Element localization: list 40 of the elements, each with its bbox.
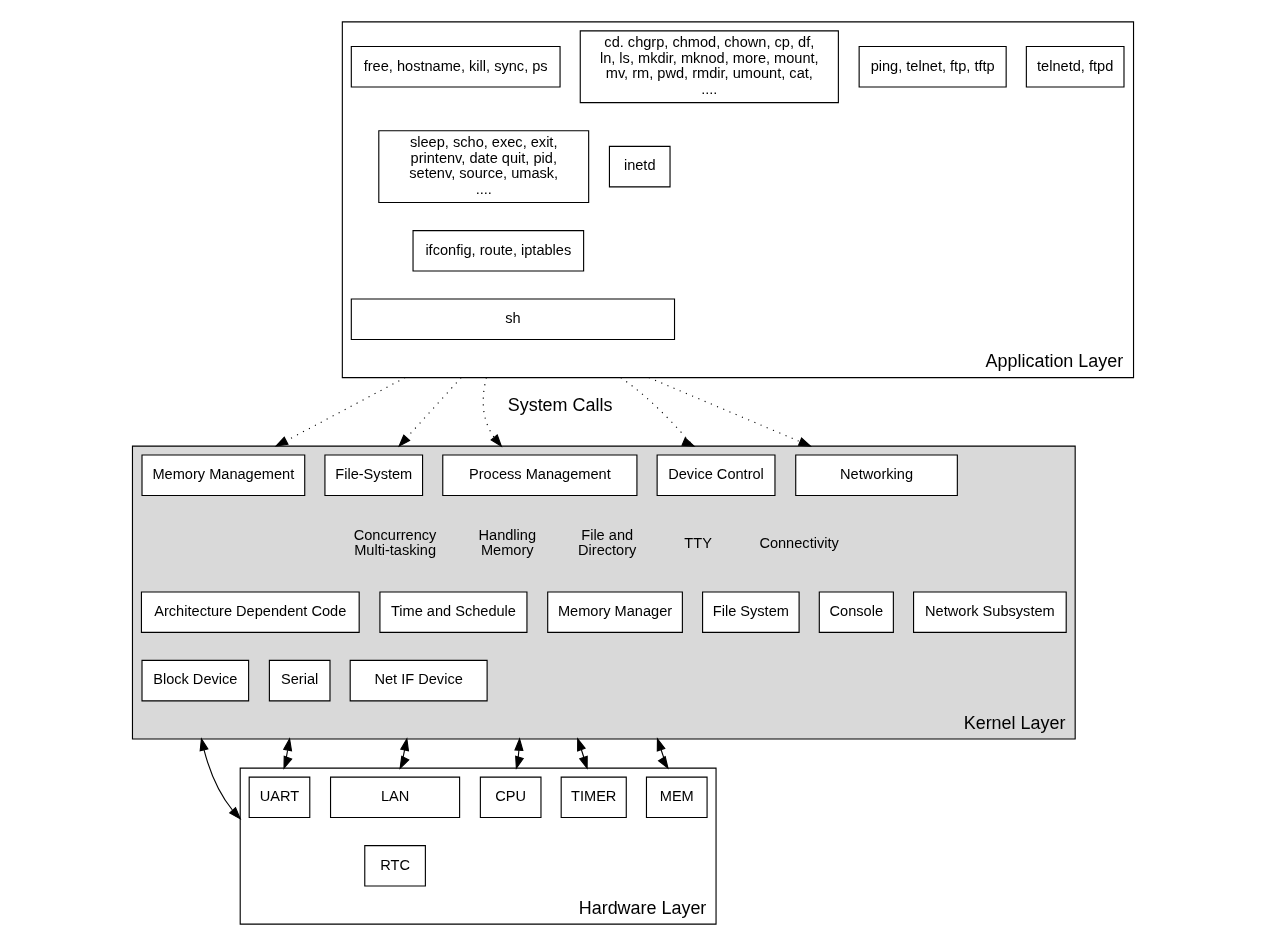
node-box: Device Control bbox=[656, 454, 776, 496]
node-box: LAN bbox=[330, 776, 461, 819]
node-box: sleep, scho, exec, exit, printenv, date quit, pid, setenv, source, umask, .... bbox=[378, 130, 590, 204]
arrow bbox=[648, 377, 812, 447]
node-box: Serial bbox=[268, 659, 331, 702]
label: Handling Memory bbox=[478, 526, 537, 559]
label: Connectivity bbox=[759, 534, 839, 551]
label: File and Directory bbox=[578, 526, 637, 559]
arrow bbox=[274, 377, 406, 447]
node-box: Networking bbox=[795, 454, 958, 496]
node-box: Architecture Dependent Code bbox=[140, 591, 360, 633]
node-box: cd. chgrp, chmod, chown, cp, df, ln, ls, mkdir, mknod, more, mount, mv, rm, pwd, rmdir, umount, cat, .... bbox=[579, 30, 839, 104]
node-box: Console bbox=[818, 591, 894, 633]
arrow bbox=[620, 377, 696, 447]
node-box: MEM bbox=[645, 776, 708, 819]
node-box: File System bbox=[702, 591, 800, 633]
label: TTY bbox=[684, 534, 712, 551]
node-box: CPU bbox=[479, 776, 542, 819]
node-box: File-System bbox=[324, 454, 424, 496]
node-box: ping, telnet, ftp, tftp bbox=[858, 46, 1007, 88]
label: Concurrency Multi-tasking bbox=[353, 526, 437, 559]
node-box: UART bbox=[248, 776, 311, 819]
node-box: sh bbox=[350, 298, 676, 340]
node-box: ifconfig, route, iptables bbox=[412, 230, 585, 272]
node-box: Block Device bbox=[141, 659, 250, 702]
node-box: telnetd, ftpd bbox=[1025, 46, 1125, 88]
node-box: TIMER bbox=[560, 776, 627, 819]
node-box: inetd bbox=[608, 145, 671, 188]
node-box: Net IF Device bbox=[349, 659, 488, 702]
node-box: Memory Management bbox=[141, 454, 306, 496]
node-box: Process Management bbox=[442, 454, 638, 496]
node-box: Memory Manager bbox=[547, 591, 683, 633]
node-box: RTC bbox=[364, 845, 426, 887]
label: System Calls bbox=[507, 395, 613, 416]
arrow bbox=[398, 377, 462, 448]
arrow bbox=[482, 377, 503, 448]
node-box: Network Subsystem bbox=[913, 591, 1067, 633]
arrow bbox=[199, 737, 242, 820]
node-box: free, hostname, kill, sync, ps bbox=[350, 46, 561, 88]
node-box: Time and Schedule bbox=[379, 591, 528, 633]
